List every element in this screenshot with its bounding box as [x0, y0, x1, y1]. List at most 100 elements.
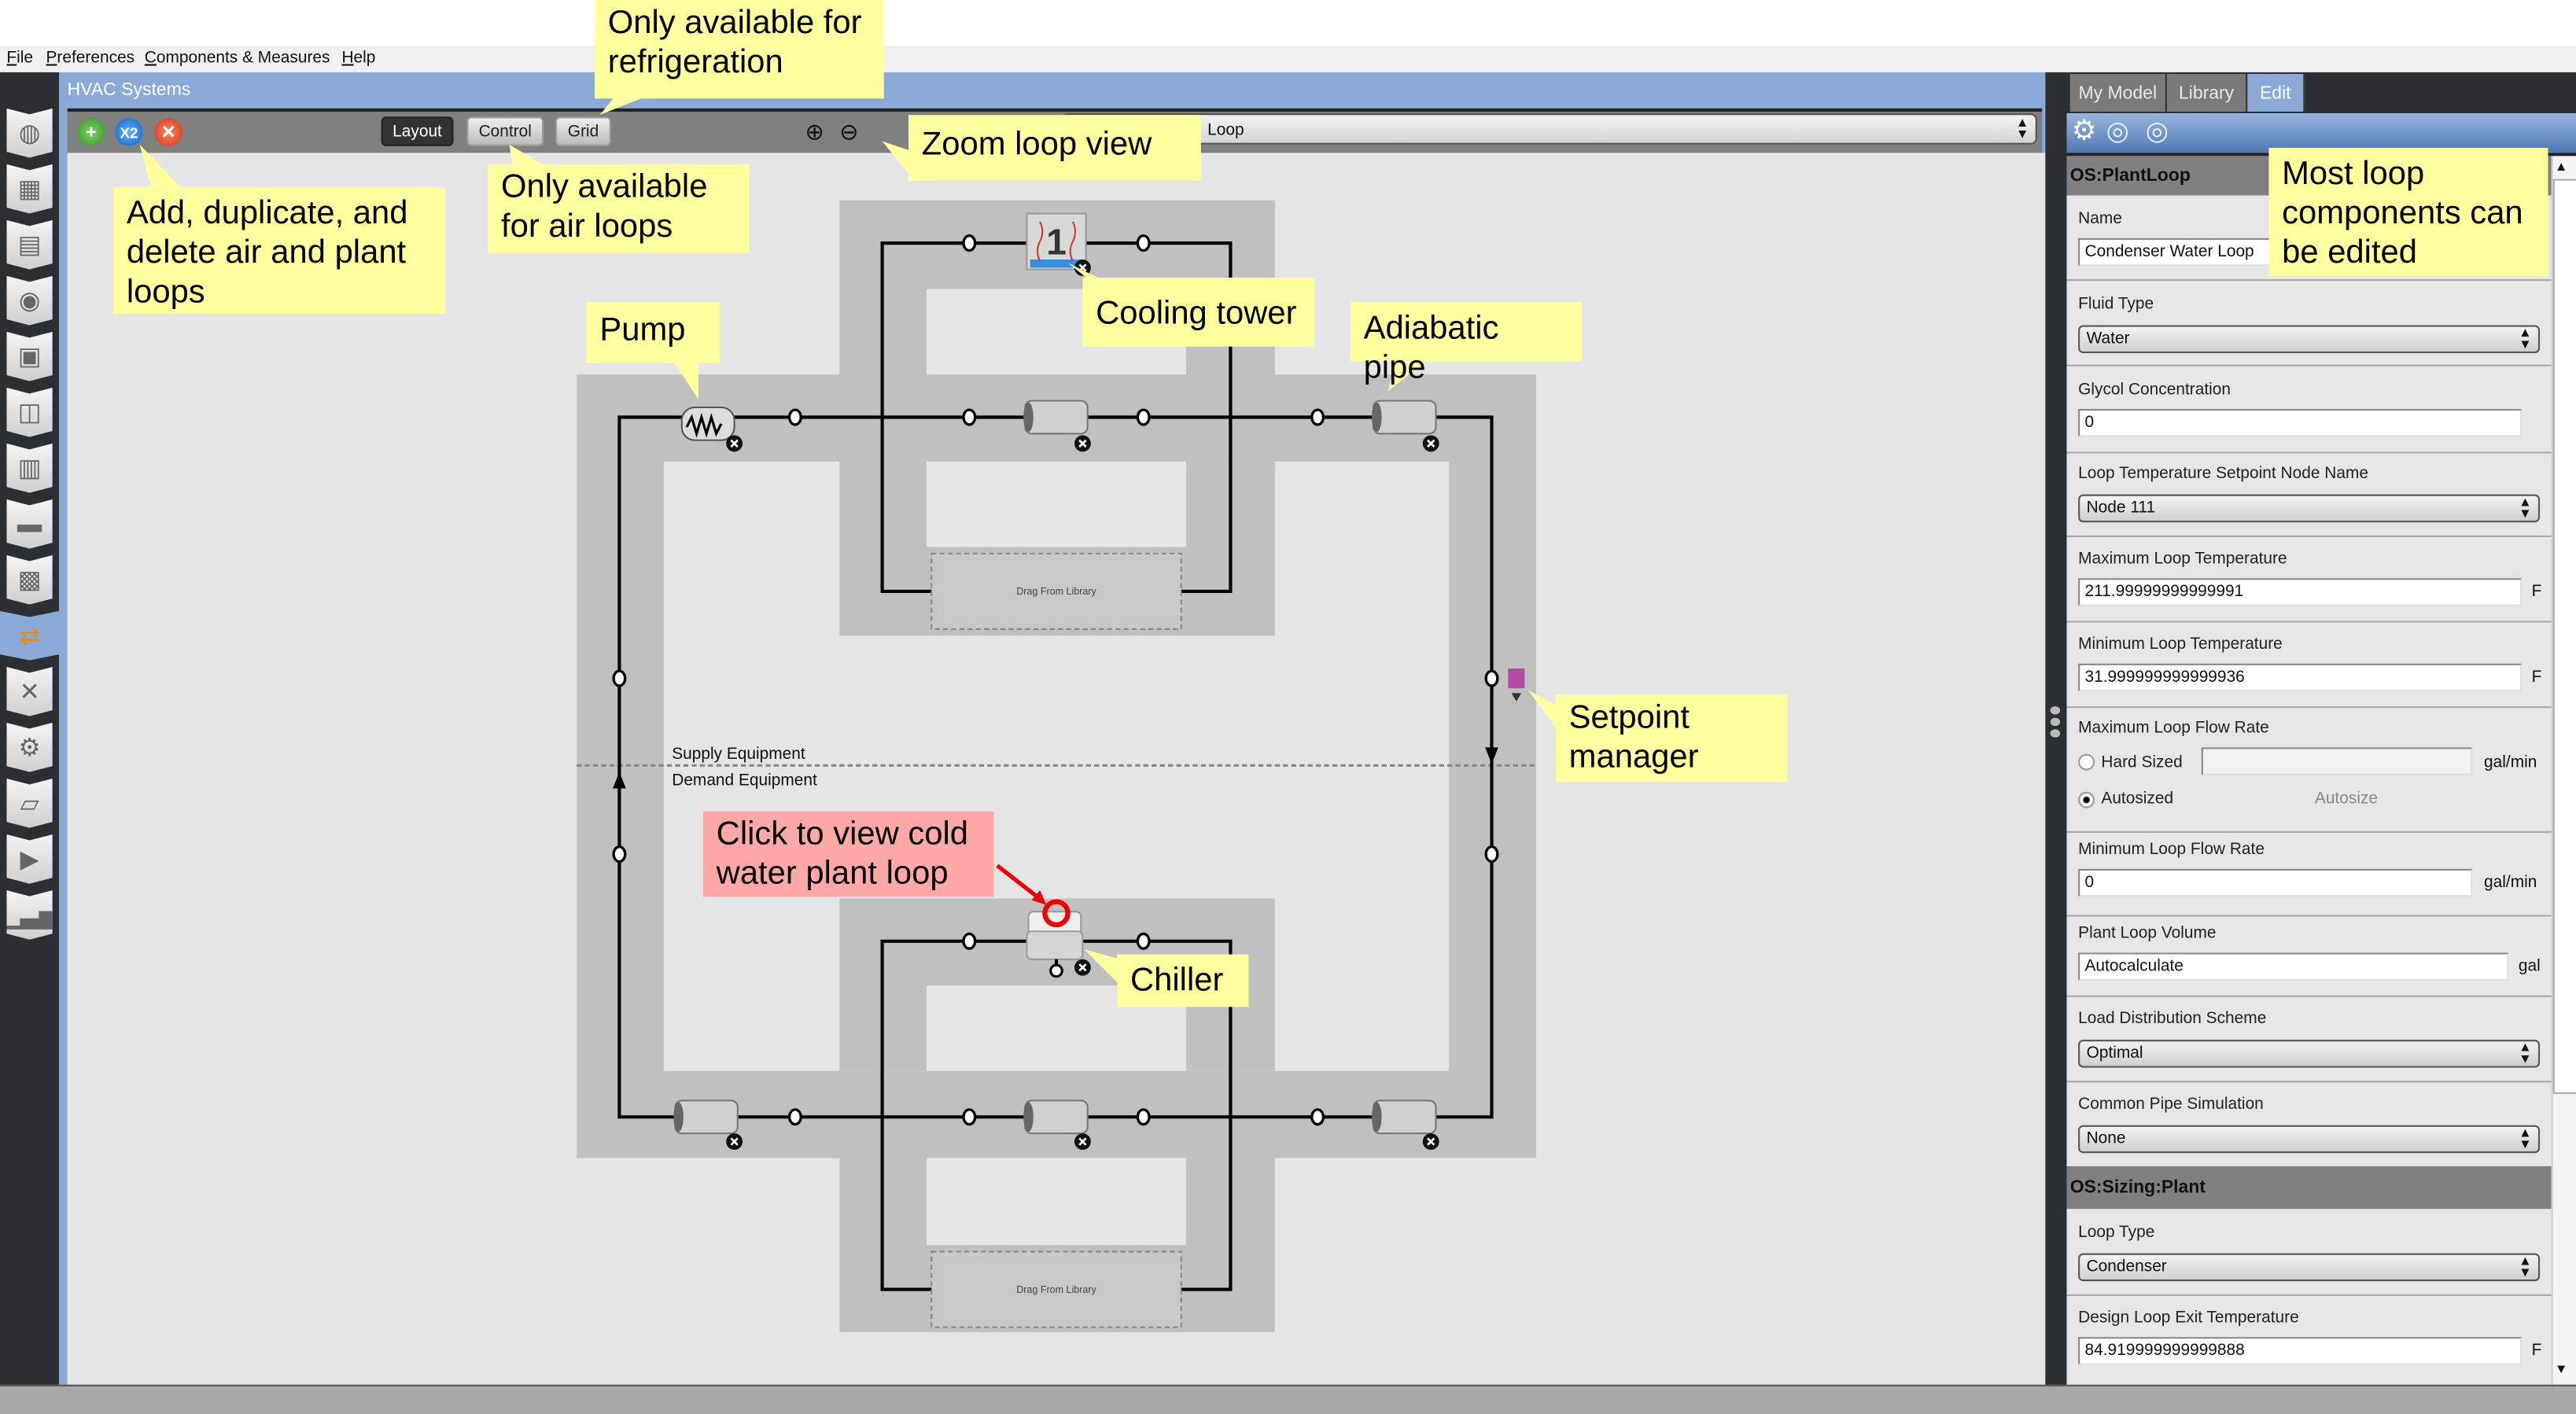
adiabatic-pipe[interactable] [1023, 1099, 1089, 1135]
loop-node[interactable] [787, 408, 802, 426]
sidebar-item-spaces[interactable]: ▬ [6, 499, 53, 549]
load-distribution-label: Load Distribution Scheme [2078, 1010, 2267, 1029]
loop-node[interactable] [612, 845, 627, 863]
drop-zone-supply[interactable] [931, 552, 1182, 630]
remove-component-icon[interactable] [1074, 959, 1091, 976]
node-icon[interactable]: ◎ [2145, 118, 2169, 146]
adiabatic-pipe[interactable] [1372, 1099, 1437, 1135]
loop-node[interactable] [1136, 932, 1151, 950]
fluid-type-select[interactable]: Water▲▼ [2078, 325, 2541, 354]
volume-input[interactable]: Autocalculate [2078, 952, 2509, 981]
remove-component-icon[interactable] [726, 435, 743, 452]
min-temp-input[interactable]: 31.999999999999936 [2078, 663, 2523, 692]
outlet-icon: ◉ [18, 287, 41, 316]
drop-zone-demand[interactable] [931, 1250, 1182, 1328]
loop-node[interactable] [962, 234, 977, 252]
zoom-out-icon[interactable]: ⊖ [839, 118, 859, 145]
loop-node[interactable] [1484, 845, 1499, 863]
menu-preferences[interactable]: Preferences [46, 49, 135, 68]
splitter-grip-icon [2050, 717, 2061, 727]
gear-icon[interactable]: ⚙ [2071, 115, 2097, 146]
menu-file[interactable]: File [6, 49, 34, 68]
max-flow-unit: gal/min [2484, 753, 2537, 772]
callout-refrigeration: Only available for refrigeration [595, 0, 884, 99]
adiabatic-pipe[interactable] [1023, 400, 1089, 435]
loop-node[interactable] [962, 1108, 977, 1126]
remove-component-icon[interactable] [1422, 435, 1439, 452]
sidebar-item-simulation-settings[interactable]: ⚙ [6, 723, 53, 772]
pump[interactable] [680, 406, 735, 441]
setpoint-node-label: Loop Temperature Setpoint Node Name [2078, 465, 2368, 484]
sidebar-item-geometry[interactable]: ◫ [6, 387, 53, 437]
remove-component-icon[interactable] [1074, 1133, 1091, 1151]
sidebar-item-thermal-zones[interactable]: ▩ [6, 554, 53, 605]
hard-sized-input[interactable] [2201, 747, 2473, 775]
sidebar-item-output-variables[interactable]: ✕ [6, 666, 53, 716]
tab-library[interactable]: Library [2166, 73, 2248, 112]
menu-help[interactable]: Help [341, 49, 376, 68]
callout-cold-water-loop: Click to view cold water plant loop [702, 811, 994, 897]
panel-splitter[interactable] [2045, 72, 2067, 1386]
duplicate-loop-button[interactable]: X2 [115, 118, 143, 146]
bar-chart-icon: ▁▃▅ [1, 901, 58, 930]
delete-loop-button[interactable]: ✕ [154, 118, 182, 146]
callout-zoom: Zoom loop view [908, 115, 1201, 181]
remove-component-icon[interactable] [726, 1133, 743, 1151]
autosized-radio[interactable] [2078, 791, 2095, 808]
load-distribution-select[interactable]: Optimal▲▼ [2078, 1040, 2541, 1068]
remove-component-icon[interactable] [1074, 260, 1091, 276]
sidebar-item-space-types[interactable]: ▣ [6, 331, 53, 381]
sidebar-item-hvac-systems[interactable]: ⇄ [0, 610, 60, 661]
layout-button[interactable]: Layout [381, 116, 454, 146]
grid-button[interactable]: Grid [555, 116, 611, 146]
red-arrowhead [1031, 890, 1047, 905]
setpoint-node-select[interactable]: Node 111▲▼ [2078, 494, 2541, 523]
sidebar-item-facility[interactable]: ▥ [6, 443, 53, 493]
adiabatic-pipe[interactable] [673, 1099, 739, 1135]
max-temp-input[interactable]: 211.99999999999991 [2078, 578, 2523, 606]
loop-node[interactable] [1136, 234, 1151, 252]
loop-node[interactable] [1136, 408, 1151, 426]
common-pipe-select[interactable]: None▲▼ [2078, 1125, 2541, 1154]
zoom-in-icon[interactable]: ⊕ [805, 118, 824, 145]
exit-temp-input[interactable]: 84.919999999999888 [2078, 1337, 2523, 1365]
loop-node[interactable] [1310, 1108, 1325, 1126]
sidebar-item-constructions[interactable]: ▤ [6, 219, 53, 270]
demand-equipment-label: Demand Equipment [672, 771, 817, 789]
menu-components-measures[interactable]: Components & Measures [144, 49, 330, 68]
remove-component-icon[interactable] [1422, 1133, 1439, 1151]
loop-type-select[interactable]: Condenser▲▼ [2078, 1253, 2541, 1282]
loop-select[interactable]: Loop ▲▼ [1061, 113, 2037, 145]
tab-edit[interactable]: Edit [2247, 73, 2305, 112]
hard-sized-radio[interactable] [2078, 753, 2095, 771]
remove-component-icon[interactable] [1074, 435, 1091, 452]
min-flow-input[interactable]: 0 [2078, 868, 2473, 897]
loop-node[interactable] [962, 408, 977, 426]
sidebar-item-results-summary[interactable]: ▁▃▅ [6, 890, 53, 940]
sidebar-item-loads[interactable]: ◉ [6, 275, 53, 326]
adiabatic-pipe[interactable] [1372, 400, 1437, 435]
tab-my-model[interactable]: My Model [2069, 73, 2167, 112]
sidebar-item-run-simulation[interactable]: ▶ [6, 834, 53, 884]
cold-water-loop-link[interactable] [1042, 899, 1071, 928]
control-button[interactable]: Control [466, 116, 544, 146]
node-icon[interactable]: ◎ [2106, 118, 2129, 146]
loop-node[interactable] [1310, 408, 1325, 426]
sidebar-item-scripts[interactable]: ▱ [6, 779, 53, 828]
scrollbar-thumb[interactable] [2552, 179, 2576, 1095]
sidebar-item-site[interactable]: ◍ [6, 108, 53, 158]
setpoint-manager[interactable] [1508, 668, 1525, 701]
scroll-up-icon[interactable]: ▲ [2554, 159, 2568, 175]
inspector-scrollbar[interactable]: ▲ ▼ [2551, 156, 2576, 1385]
loop-node[interactable] [787, 1108, 802, 1126]
loop-node[interactable] [1136, 1108, 1151, 1126]
cooling-tower[interactable]: 1 [1026, 212, 1087, 271]
loop-node[interactable] [612, 669, 627, 687]
blocks-icon: ▣ [17, 343, 42, 372]
sidebar-item-schedules[interactable]: ▦ [6, 164, 53, 214]
add-loop-button[interactable]: + [77, 118, 105, 146]
loop-node[interactable] [1484, 669, 1499, 687]
scroll-down-icon[interactable]: ▼ [2554, 1361, 2568, 1377]
loop-node[interactable] [962, 932, 977, 950]
glycol-input[interactable]: 0 [2078, 409, 2523, 437]
